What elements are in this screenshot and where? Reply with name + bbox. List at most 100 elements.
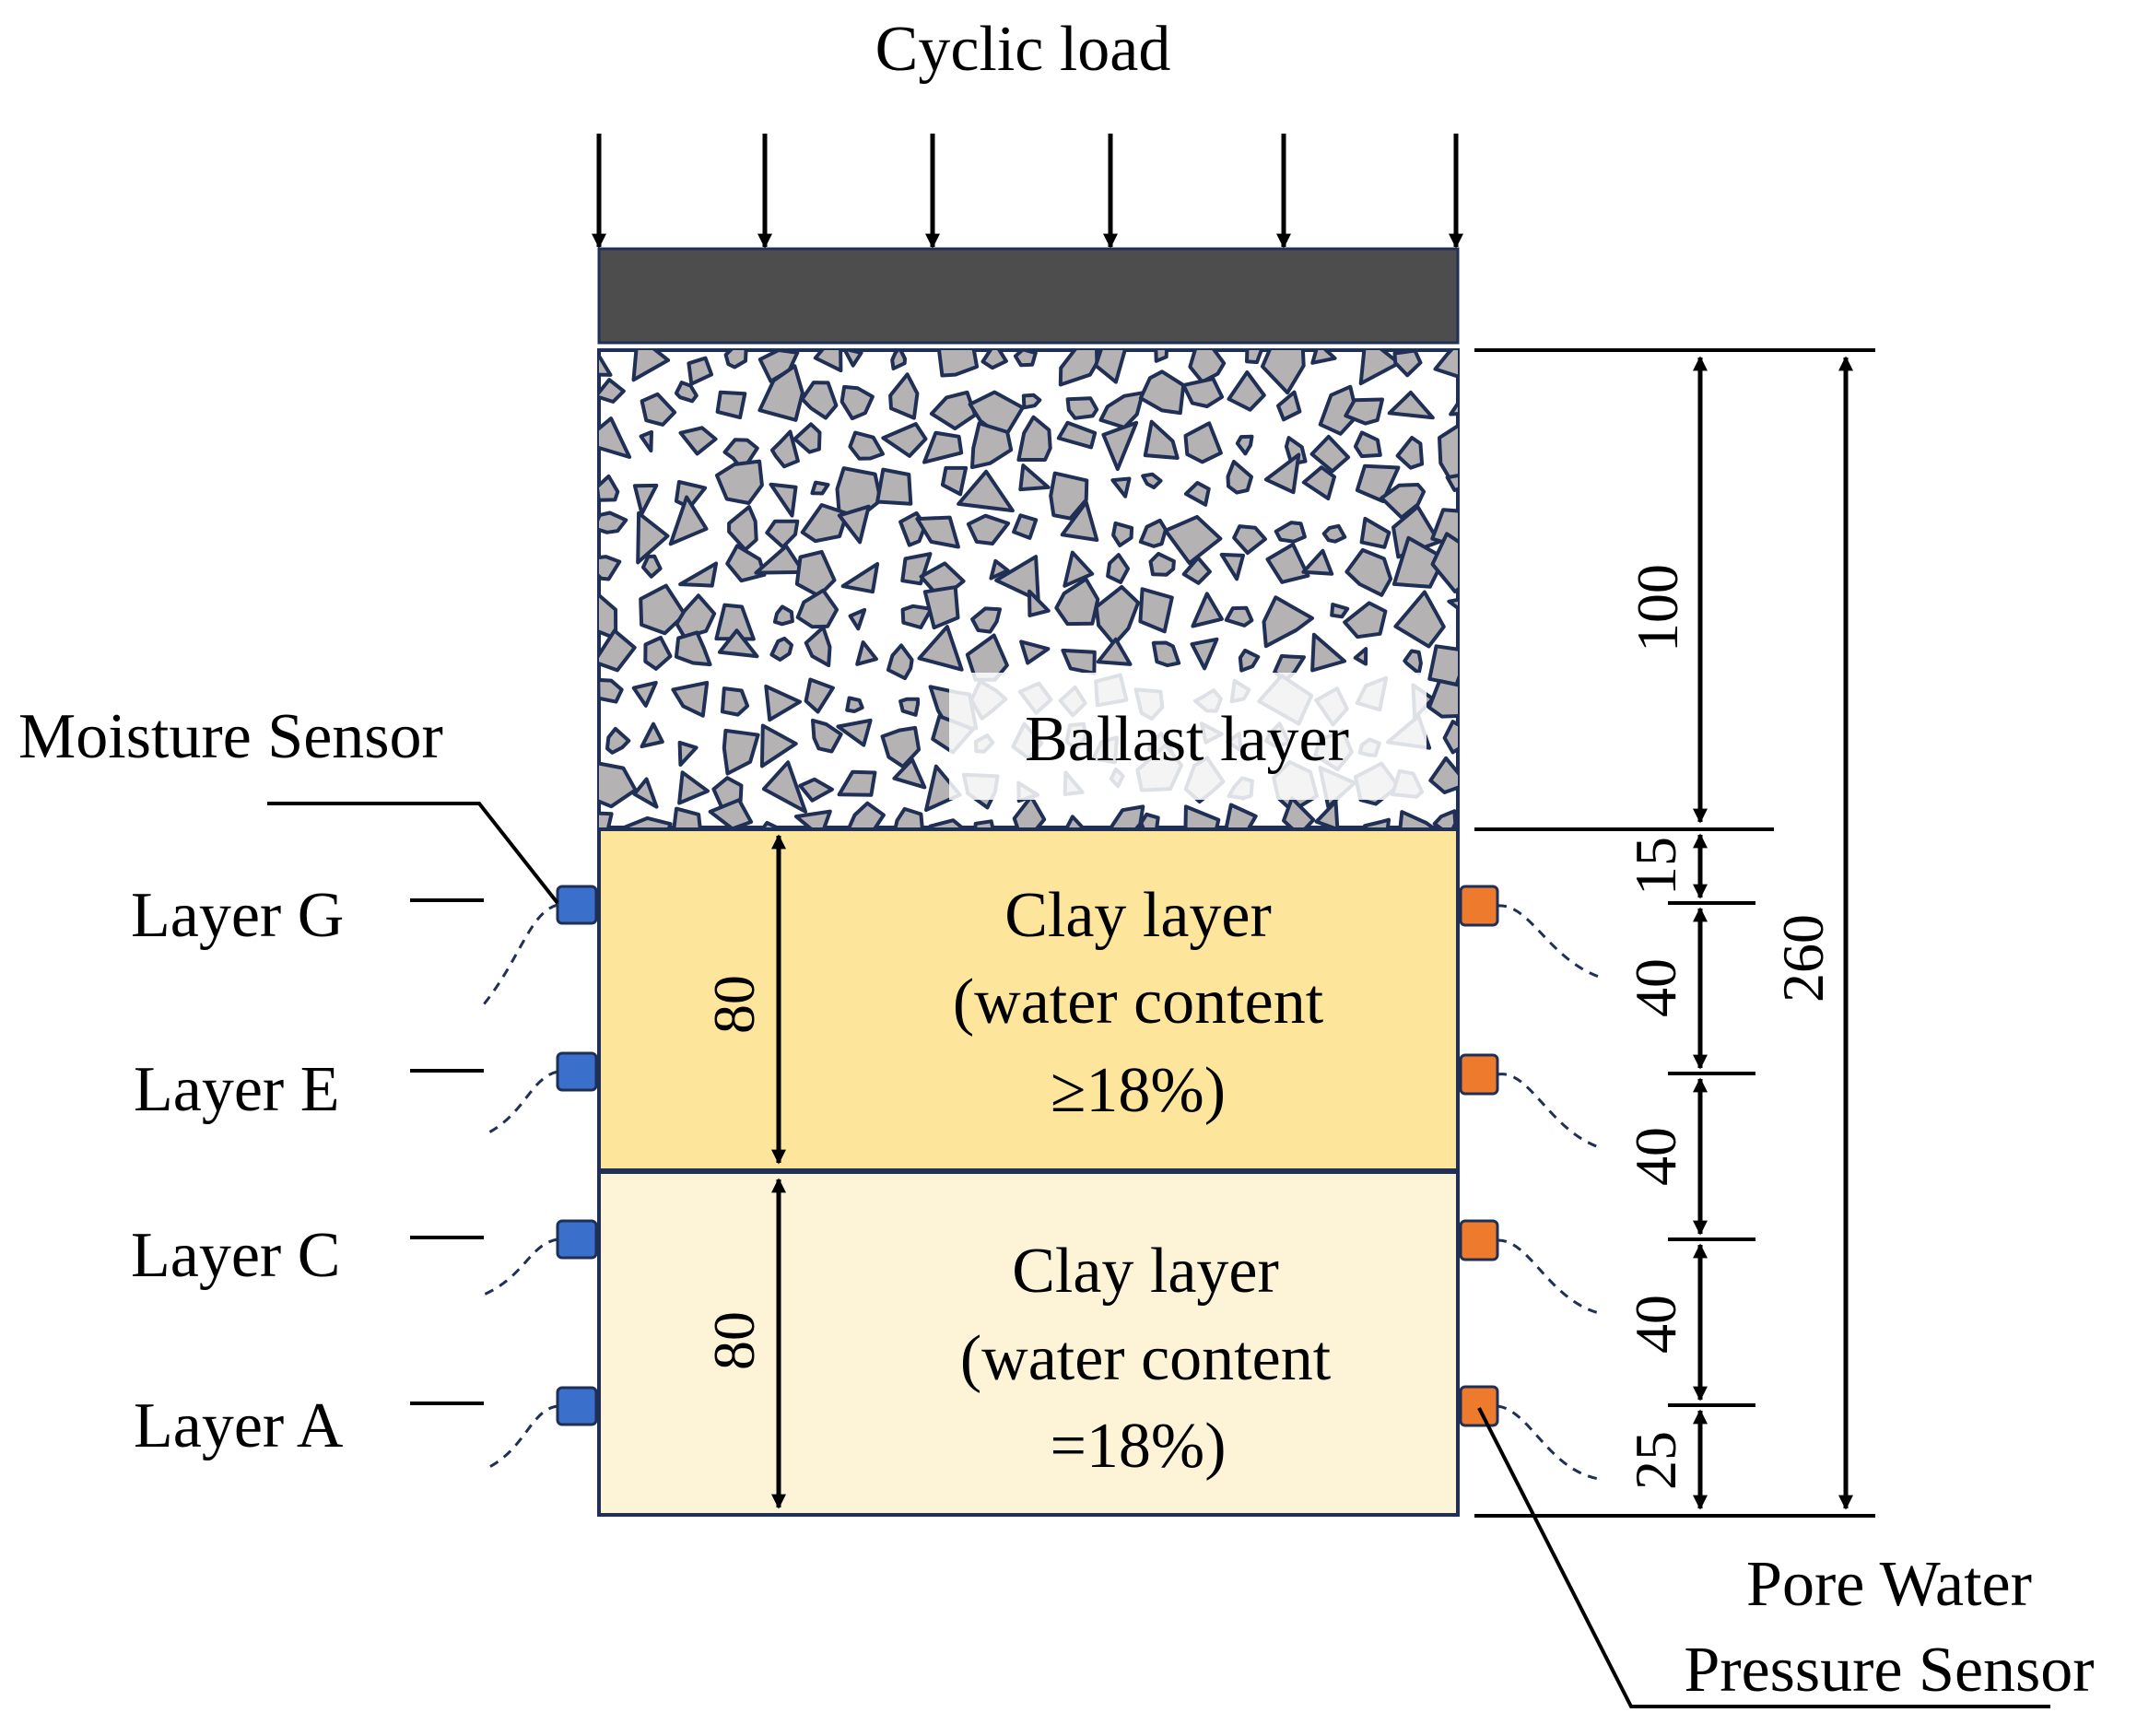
pore-cable <box>1497 1238 1600 1315</box>
cyclic-load-label: Cyclic load <box>875 14 1171 85</box>
ballast-stone <box>893 806 924 827</box>
layer-c-label: Layer C <box>131 1220 340 1291</box>
ballast-stone <box>1109 804 1145 827</box>
dim-ballast-label: 100 <box>1625 564 1690 652</box>
ballast-stone <box>847 801 886 827</box>
layer-e-label: Layer E <box>134 1054 339 1125</box>
ballast-stone <box>714 459 764 505</box>
ballast-stone <box>1330 603 1350 619</box>
ballast-stone <box>1427 644 1458 686</box>
moisture-sensor <box>556 1051 598 1092</box>
ballast-stone <box>989 558 1010 581</box>
ballast-stone <box>1054 577 1100 627</box>
ballast-stone <box>631 680 658 708</box>
ballast-stone <box>957 469 1015 513</box>
ballast-stone <box>1391 535 1447 589</box>
ballast-stone <box>1138 587 1174 634</box>
ballast-stone <box>1141 472 1163 489</box>
pore-cable <box>1497 904 1600 979</box>
ballast-stone <box>804 625 832 668</box>
ballast-stone <box>1449 400 1458 416</box>
ballast-stone <box>917 625 964 672</box>
ballast-stone <box>599 811 614 827</box>
ballast-stone <box>769 429 800 469</box>
ballast-stone <box>677 740 699 767</box>
ballast-stone <box>1138 369 1186 416</box>
ballast-stone <box>1344 547 1393 597</box>
pore-sensor-label-line2: Pressure Sensor <box>1684 1635 2094 1706</box>
ballast-stone <box>840 384 875 421</box>
dim-clay-lower-label: 80 <box>701 1311 767 1370</box>
ballast-stone <box>674 630 712 667</box>
ballast-stone <box>640 392 677 427</box>
ballast-stone <box>1016 415 1052 462</box>
ballast-stone <box>599 416 632 459</box>
layer-g-label: Layer G <box>131 880 344 951</box>
ballast-stone <box>980 350 1008 370</box>
ballast-stone <box>1353 430 1382 459</box>
ballast-stone <box>674 381 699 404</box>
dim-s1-label: 15 <box>1623 837 1688 896</box>
pore-pressure-sensor <box>1459 1219 1499 1261</box>
ballast-stone <box>840 562 880 594</box>
ballast-stone <box>886 643 914 681</box>
ballast-layer-label: Ballast layer <box>1025 704 1349 775</box>
ballast-stone <box>1430 532 1458 593</box>
ballast-stone <box>922 430 964 464</box>
moisture-cable <box>483 1070 558 1137</box>
ballast-stone <box>672 806 702 827</box>
ballast-stone <box>1265 542 1310 584</box>
ballast-stone <box>1276 390 1302 422</box>
ballast-stone <box>855 640 878 666</box>
moisture-sensor <box>556 1219 598 1260</box>
ballast-stone <box>722 728 760 776</box>
pore-pressure-sensor <box>1459 885 1499 927</box>
ballast-stone <box>599 474 620 502</box>
ballast-stone <box>1183 421 1223 464</box>
ballast-stone <box>1262 595 1314 649</box>
moisture-cable <box>482 903 558 1005</box>
ballast-stone <box>1343 601 1388 639</box>
ballast-stone <box>631 350 671 382</box>
ballast-stone <box>794 549 837 598</box>
ballast-stone <box>1442 720 1458 755</box>
layer-a-label: Layer A <box>134 1390 344 1461</box>
ballast-stone <box>929 390 978 431</box>
ballast-stone <box>845 696 864 713</box>
pore-sensor-label-line1: Pore Water <box>1746 1549 2032 1620</box>
ballast-stone <box>639 429 653 453</box>
ballast-stone <box>837 769 877 797</box>
pore-pressure-sensors <box>1459 885 1600 1481</box>
moisture-sensor <box>556 885 598 925</box>
ballast-stone <box>639 583 687 636</box>
ballast-stone <box>687 356 714 386</box>
ballast-stone <box>599 352 613 377</box>
ballast-stone <box>1301 548 1334 576</box>
ballast-stone <box>1245 350 1263 365</box>
ballast-stone <box>1138 518 1168 548</box>
ballast-stone <box>1232 524 1267 556</box>
ballast-stone <box>727 505 758 552</box>
ballast-stone <box>1049 471 1089 521</box>
ballast-stone <box>1027 589 1051 617</box>
ballast-stone <box>900 552 933 586</box>
ballast-stone <box>1432 809 1458 827</box>
ballast-stone <box>800 503 849 544</box>
pore-pressure-sensor <box>1459 1385 1499 1427</box>
ballast-stone <box>1061 648 1097 675</box>
ballast-stone <box>1226 460 1253 495</box>
ballast-stone <box>1238 648 1261 673</box>
ballast-stone <box>1310 632 1346 673</box>
ballast-stone <box>1094 585 1141 647</box>
ballast-stone <box>970 421 1014 470</box>
ballast-stone <box>1224 803 1258 827</box>
ballast-stone <box>1018 463 1051 492</box>
ballast-stone <box>1447 597 1458 611</box>
ballast-stone <box>800 381 839 420</box>
ballast-stone <box>1398 810 1436 827</box>
ballast-label-box <box>949 673 1427 800</box>
ballast-stone <box>1111 521 1134 547</box>
ballast-stone <box>973 819 995 827</box>
ballast-stone <box>618 815 673 827</box>
clay-upper-line2: (water content <box>953 967 1324 1038</box>
